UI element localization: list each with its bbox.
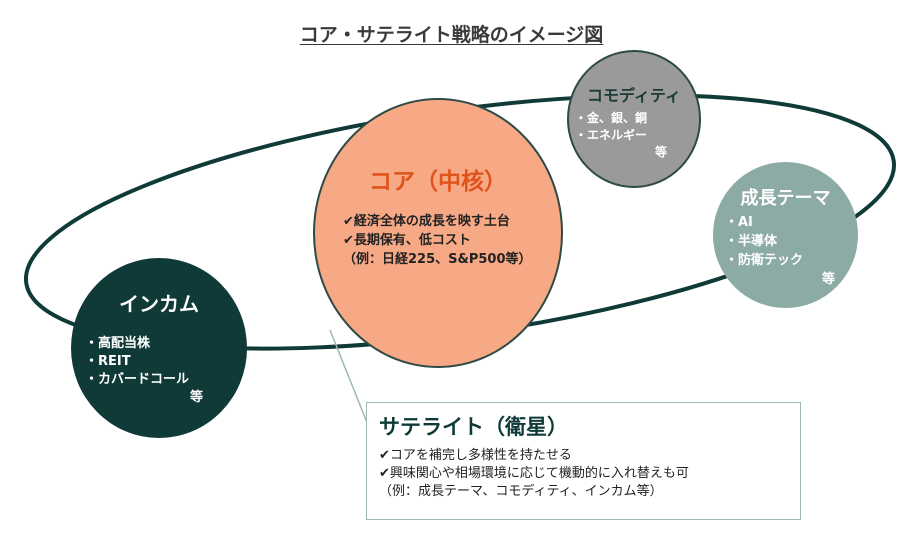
satellite-points: ✔コアを補完し多様性を持たせる ✔興味関心や相場環境に応じて機動的に入れ替えも可… <box>379 447 689 501</box>
growth-items: ・AI ・半導体 ・防衛テック 等 <box>725 213 835 289</box>
core-circle: コア（中核） ✔経済全体の成長を映す土台 ✔長期保有、低コスト （例：日経225… <box>313 98 563 368</box>
income-circle: インカム ・高配当株 ・REIT ・カバードコール 等 <box>71 258 247 438</box>
growth-item: ・防衛テック <box>725 253 804 268</box>
satellite-point: ✔興味関心や相場環境に応じて機動的に入れ替えも可 <box>379 466 689 481</box>
growth-circle: 成長テーマ ・AI ・半導体 ・防衛テック 等 <box>713 162 858 308</box>
core-heading: コア（中核） <box>369 169 507 195</box>
commodity-item: ・エネルギー <box>575 128 648 142</box>
commodity-circle: コモディティ ・金、銀、銅 ・エネルギー 等 <box>567 50 701 188</box>
commodity-items: ・金、銀、銅 ・エネルギー 等 <box>575 110 667 161</box>
income-heading: インカム <box>119 292 199 316</box>
commodity-item: ・金、銀、銅 <box>575 111 648 125</box>
commodity-etc: 等 <box>654 145 667 159</box>
core-points: ✔経済全体の成長を映す土台 ✔長期保有、低コスト （例：日経225、S&P500… <box>343 212 532 269</box>
income-item: ・REIT <box>85 354 131 369</box>
core-point: ✔経済全体の成長を映す土台 <box>343 214 510 229</box>
callout-connector <box>329 329 369 426</box>
growth-etc: 等 <box>821 272 835 287</box>
income-item: ・カバードコール <box>85 372 190 387</box>
growth-heading: 成長テーマ <box>740 188 831 209</box>
growth-item: ・半導体 <box>725 234 778 249</box>
income-items: ・高配当株 ・REIT ・カバードコール 等 <box>85 335 203 407</box>
core-point: ✔長期保有、低コスト <box>343 233 471 248</box>
income-item: ・高配当株 <box>85 336 151 351</box>
satellite-heading: サテライト（衛星） <box>379 415 568 439</box>
satellite-point: ✔コアを補完し多様性を持たせる <box>379 448 572 463</box>
diagram-title: コア・サテライト戦略のイメージ図 <box>299 24 604 46</box>
satellite-example: （例：成長テーマ、コモディティ、インカム等） <box>379 484 663 499</box>
core-example: （例：日経225、S&P500等） <box>343 252 532 267</box>
satellite-callout: サテライト（衛星） ✔コアを補完し多様性を持たせる ✔興味関心や相場環境に応じて… <box>366 402 801 520</box>
income-etc: 等 <box>189 390 203 405</box>
commodity-heading: コモディティ <box>587 86 681 105</box>
growth-item: ・AI <box>725 215 753 230</box>
